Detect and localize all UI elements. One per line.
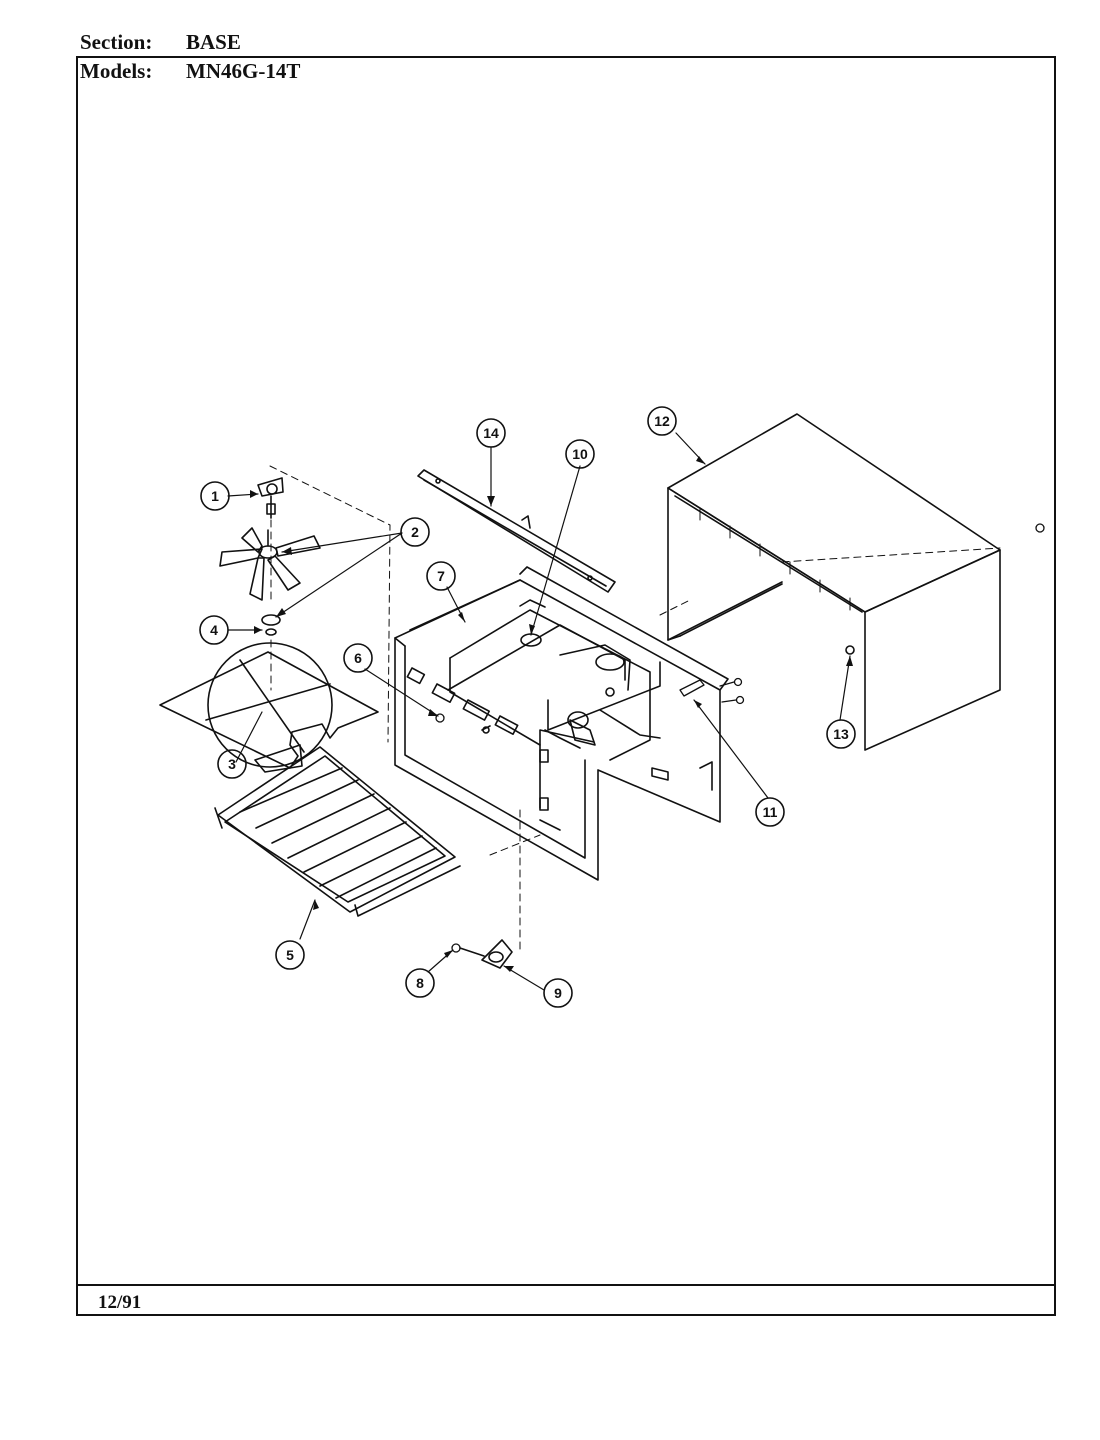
callout-2: 2	[411, 524, 419, 540]
callout-11: 11	[763, 804, 778, 820]
screw-fasteners	[435, 523, 1045, 953]
outer-cabinet-part	[667, 413, 1001, 751]
callout-12: 12	[654, 413, 670, 429]
bracket-part	[459, 939, 513, 969]
callout-5: 5	[286, 947, 294, 963]
callout-numbers: 1 2 3 4 5 6 7 8 9 10 11 12 13 14	[210, 413, 849, 1001]
fan-blade-part	[219, 527, 321, 601]
models-label: Models:	[80, 59, 153, 83]
diagram-frame	[76, 56, 1056, 1316]
callout-3: 3	[228, 756, 236, 772]
callout-arrowheads	[250, 456, 853, 972]
section-label: Section:	[80, 30, 153, 54]
callout-8: 8	[416, 975, 424, 991]
callout-1: 1	[211, 488, 219, 504]
models-header: Models: MN46G-14T	[80, 59, 300, 83]
callout-circles	[199, 406, 856, 1008]
assembly-guide-lines	[269, 465, 1001, 951]
oven-rack-part	[214, 746, 461, 917]
models-value: MN46G-14T	[186, 59, 301, 83]
callout-leader-lines	[227, 432, 851, 991]
callout-13: 13	[833, 726, 849, 742]
callout-9: 9	[554, 985, 562, 1001]
revision-date: 12/91	[98, 1292, 142, 1313]
top-trim-strip-part	[417, 469, 616, 593]
callout-14: 14	[483, 425, 499, 441]
oven-cavity-part	[394, 566, 729, 881]
section-header: Section: BASE	[80, 30, 241, 54]
section-value: BASE	[186, 30, 241, 54]
callout-4: 4	[210, 622, 218, 638]
callout-10: 10	[572, 446, 588, 462]
callout-6: 6	[354, 650, 362, 666]
callout-7: 7	[437, 568, 445, 584]
washer-part	[261, 614, 281, 636]
motor-bracket-part	[257, 477, 284, 519]
fan-cover-plate-part	[159, 642, 379, 773]
footer-divider	[76, 1284, 1056, 1286]
